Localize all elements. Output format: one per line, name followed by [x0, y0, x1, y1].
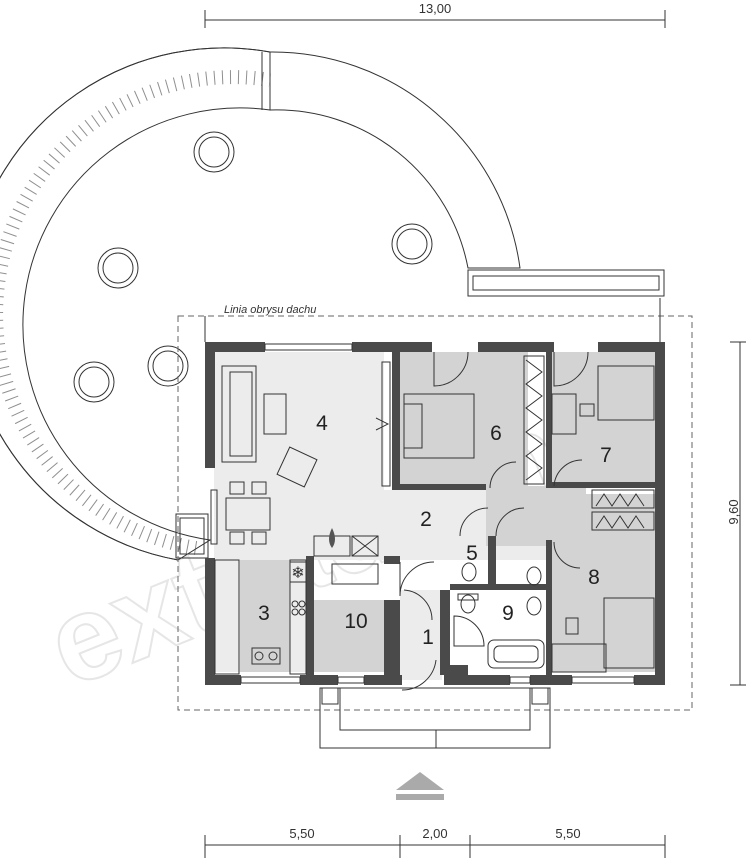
terrace	[0, 47, 665, 561]
bed-icon	[403, 393, 475, 459]
right-dimension: 9,60	[726, 341, 746, 686]
room-label-4: 4	[316, 412, 328, 435]
roof-outline: Linia obrysu dachu	[177, 298, 693, 711]
room-label-9: 9	[502, 602, 514, 625]
dimension-bottom-left: 5,50	[289, 826, 314, 841]
toilet-icon	[457, 562, 542, 616]
shower-icon	[453, 615, 485, 647]
room-labels: 1 2 3 4 5 6 7 8 9 10	[258, 412, 612, 649]
entrance-arrow-icon	[396, 772, 444, 800]
room-label-10: 10	[344, 610, 367, 633]
stove-icon	[291, 600, 306, 616]
sofa-icon	[221, 365, 287, 463]
snowflake-icon: ❄	[289, 561, 307, 583]
room-label-7: 7	[600, 444, 612, 467]
room-label-8: 8	[588, 566, 600, 589]
room-label-5: 5	[466, 542, 478, 565]
roof-outline-label: Linia obrysu dachu	[224, 304, 316, 316]
dimension-bottom-middle: 2,00	[422, 826, 447, 841]
room-label-2: 2	[420, 508, 432, 531]
bottom-dimension: 5,50 2,00 5,50	[204, 826, 666, 858]
floor-fills	[214, 352, 658, 680]
bathtub-icon	[487, 639, 545, 669]
top-dimension: 13,00	[204, 1, 666, 28]
walls	[205, 342, 665, 685]
sink-icon	[251, 647, 281, 665]
furniture: ❄	[210, 343, 655, 749]
room-label-3: 3	[258, 602, 270, 625]
room-label-6: 6	[490, 422, 502, 445]
svg-text:❄: ❄	[291, 565, 304, 582]
fireplace-icon	[313, 528, 351, 557]
room-label-1: 1	[422, 626, 434, 649]
dimension-bottom-right: 5,50	[555, 826, 580, 841]
dimension-total-depth: 9,60	[726, 499, 741, 524]
dimension-total-width: 13,00	[419, 1, 452, 16]
